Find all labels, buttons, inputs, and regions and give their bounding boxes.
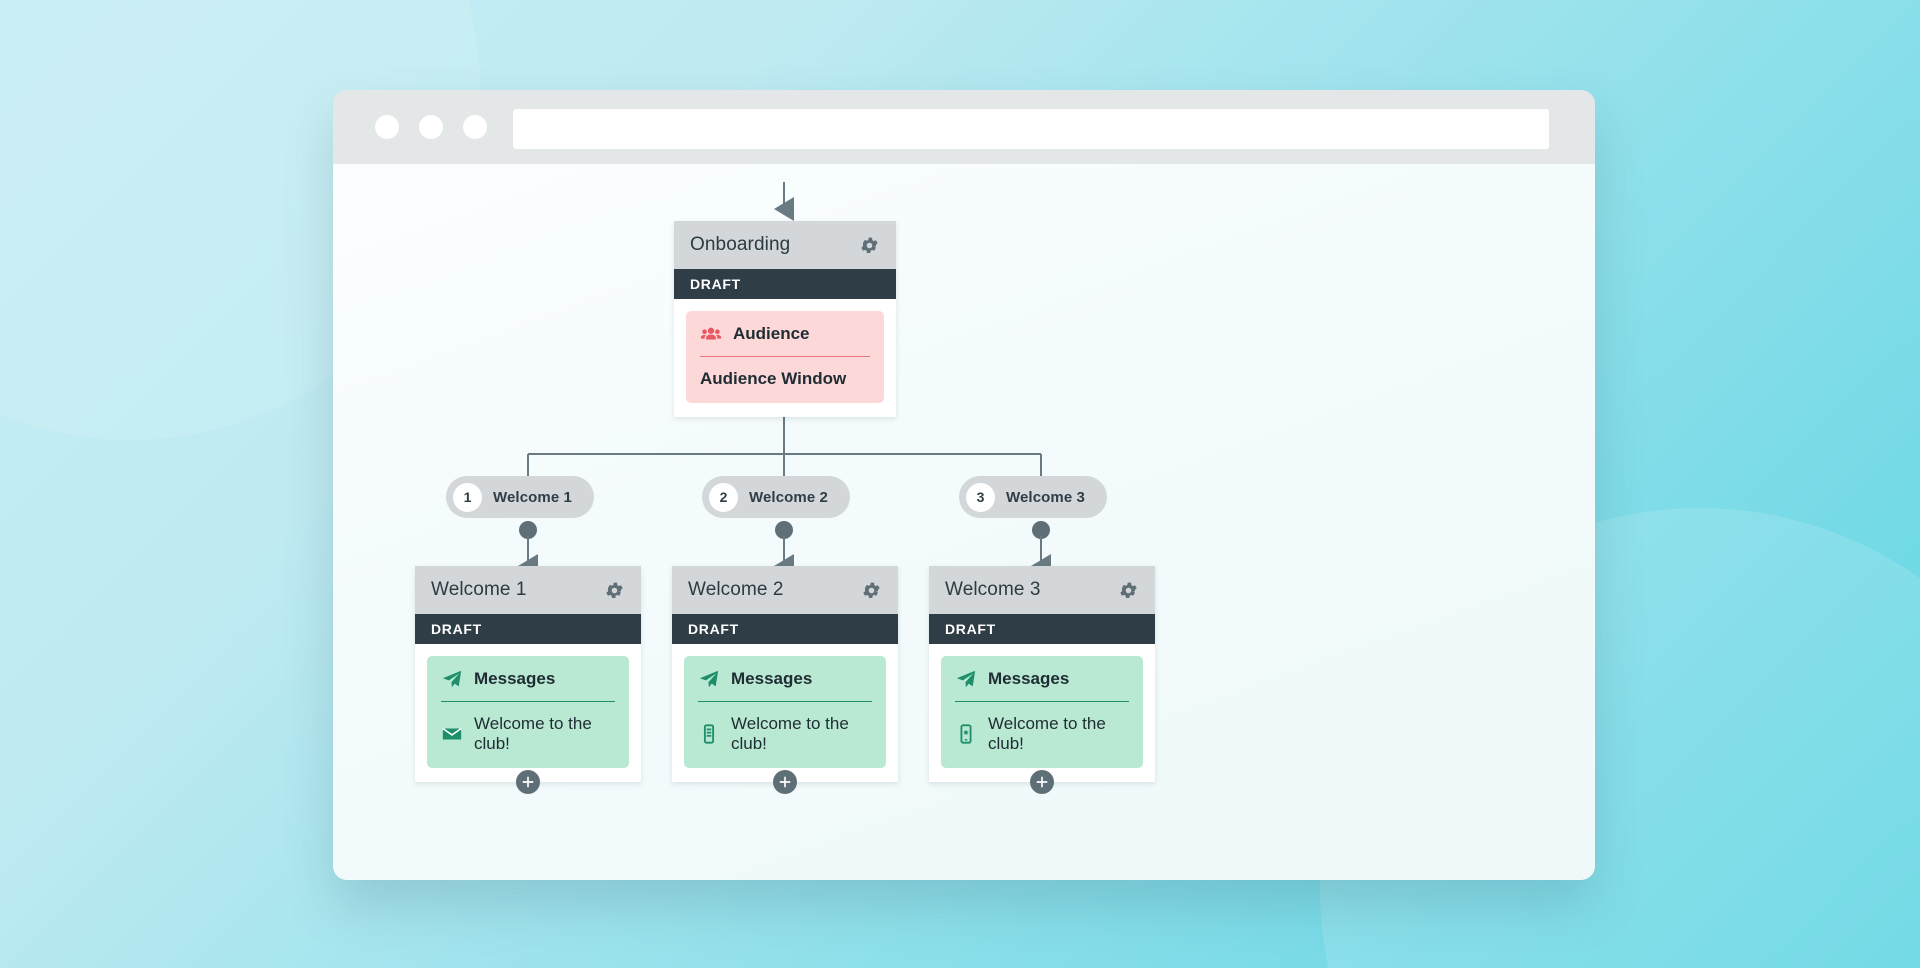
add-step-button[interactable] — [773, 770, 797, 794]
step-number-badge: 1 — [453, 482, 482, 512]
add-step-button[interactable] — [1030, 770, 1054, 794]
welcome-2-card-title: Welcome 2 — [688, 579, 784, 600]
message-item-label: Welcome to the club! — [474, 714, 592, 753]
onboarding-card-title: Onboarding — [690, 234, 791, 255]
email-envelope-icon — [442, 727, 462, 740]
gear-icon[interactable] — [859, 235, 880, 256]
gear-icon[interactable] — [861, 580, 882, 601]
onboarding-card-header: Onboarding — [674, 221, 896, 269]
audience-window-item[interactable]: Audience Window — [700, 369, 870, 389]
messages-panel[interactable]: Messages Welcome to the club! — [427, 656, 629, 768]
plus-icon — [1036, 776, 1048, 788]
messages-panel-title: Messages — [731, 669, 813, 688]
welcome-3-card[interactable]: Welcome 3 DRAFT Messages — [929, 566, 1155, 794]
messages-panel[interactable]: Messages Welcome to the club! — [941, 656, 1143, 768]
step-number-badge: 2 — [709, 482, 738, 512]
audience-panel-title: Audience — [733, 324, 810, 343]
messages-panel[interactable]: Messages Welcome to the club! — [684, 656, 886, 768]
step-pill-label: Welcome 2 — [749, 488, 828, 506]
gear-icon[interactable] — [1118, 580, 1139, 601]
audience-panel[interactable]: Audience Audience Window — [686, 311, 884, 403]
onboarding-status-badge: DRAFT — [674, 269, 896, 299]
audience-window-label: Audience Window — [700, 369, 847, 388]
messages-panel-title: Messages — [988, 669, 1070, 688]
window-minimize-dot[interactable] — [419, 115, 443, 139]
welcome-3-card-header: Welcome 3 — [929, 566, 1155, 614]
journey-flow-canvas: Onboarding DRAFT — [333, 164, 1595, 880]
welcome-2-card-header: Welcome 2 — [672, 566, 898, 614]
paper-plane-icon — [956, 670, 976, 688]
messages-panel-header: Messages — [441, 668, 615, 690]
welcome-2-status-badge: DRAFT — [672, 614, 898, 644]
welcome-2-card[interactable]: Welcome 2 DRAFT Messages — [672, 566, 898, 794]
step-pill-welcome-2[interactable]: 2 Welcome 2 — [702, 476, 850, 518]
paper-plane-icon — [699, 670, 719, 688]
welcome-1-card-body: Messages Welcome to the club! — [415, 644, 641, 782]
welcome-1-card-header: Welcome 1 — [415, 566, 641, 614]
onboarding-card-body: Audience Audience Window — [674, 299, 896, 417]
step-pill-label: Welcome 3 — [1006, 488, 1085, 506]
audience-panel-header: Audience — [700, 323, 870, 345]
welcome-1-card[interactable]: Welcome 1 DRAFT Messages — [415, 566, 641, 794]
message-item-label: Welcome to the club! — [731, 714, 849, 753]
messages-panel-divider — [441, 701, 615, 702]
messages-panel-divider — [698, 701, 872, 702]
sms-device-icon — [703, 724, 715, 744]
window-close-dot[interactable] — [375, 115, 399, 139]
message-item[interactable]: Welcome to the club! — [698, 714, 872, 754]
messages-panel-header: Messages — [698, 668, 872, 690]
browser-chrome — [333, 90, 1595, 164]
onboarding-card[interactable]: Onboarding DRAFT — [674, 221, 896, 417]
push-notification-icon — [960, 724, 972, 744]
window-maximize-dot[interactable] — [463, 115, 487, 139]
welcome-1-status-badge: DRAFT — [415, 614, 641, 644]
browser-window: Onboarding DRAFT — [333, 90, 1595, 880]
gear-icon[interactable] — [604, 580, 625, 601]
message-item-label: Welcome to the club! — [988, 714, 1106, 753]
welcome-1-card-title: Welcome 1 — [431, 579, 527, 600]
step-pill-welcome-3[interactable]: 3 Welcome 3 — [959, 476, 1107, 518]
welcome-3-card-title: Welcome 3 — [945, 579, 1041, 600]
message-item[interactable]: Welcome to the club! — [441, 714, 615, 754]
welcome-2-card-body: Messages Welcome to the club! — [672, 644, 898, 782]
message-item[interactable]: Welcome to the club! — [955, 714, 1129, 754]
browser-viewport: Onboarding DRAFT — [333, 164, 1595, 880]
messages-panel-title: Messages — [474, 669, 556, 688]
plus-icon — [522, 776, 534, 788]
audience-panel-divider — [700, 356, 870, 357]
step-number-badge: 3 — [966, 482, 995, 512]
plus-icon — [779, 776, 791, 788]
address-bar[interactable] — [513, 109, 1549, 149]
messages-panel-header: Messages — [955, 668, 1129, 690]
welcome-3-card-body: Messages Welcome to the club! — [929, 644, 1155, 782]
messages-panel-divider — [955, 701, 1129, 702]
paper-plane-icon — [442, 670, 462, 688]
audience-group-icon — [700, 327, 722, 340]
add-step-button[interactable] — [516, 770, 540, 794]
welcome-3-status-badge: DRAFT — [929, 614, 1155, 644]
step-pill-welcome-1[interactable]: 1 Welcome 1 — [446, 476, 594, 518]
step-pill-label: Welcome 1 — [493, 488, 572, 506]
